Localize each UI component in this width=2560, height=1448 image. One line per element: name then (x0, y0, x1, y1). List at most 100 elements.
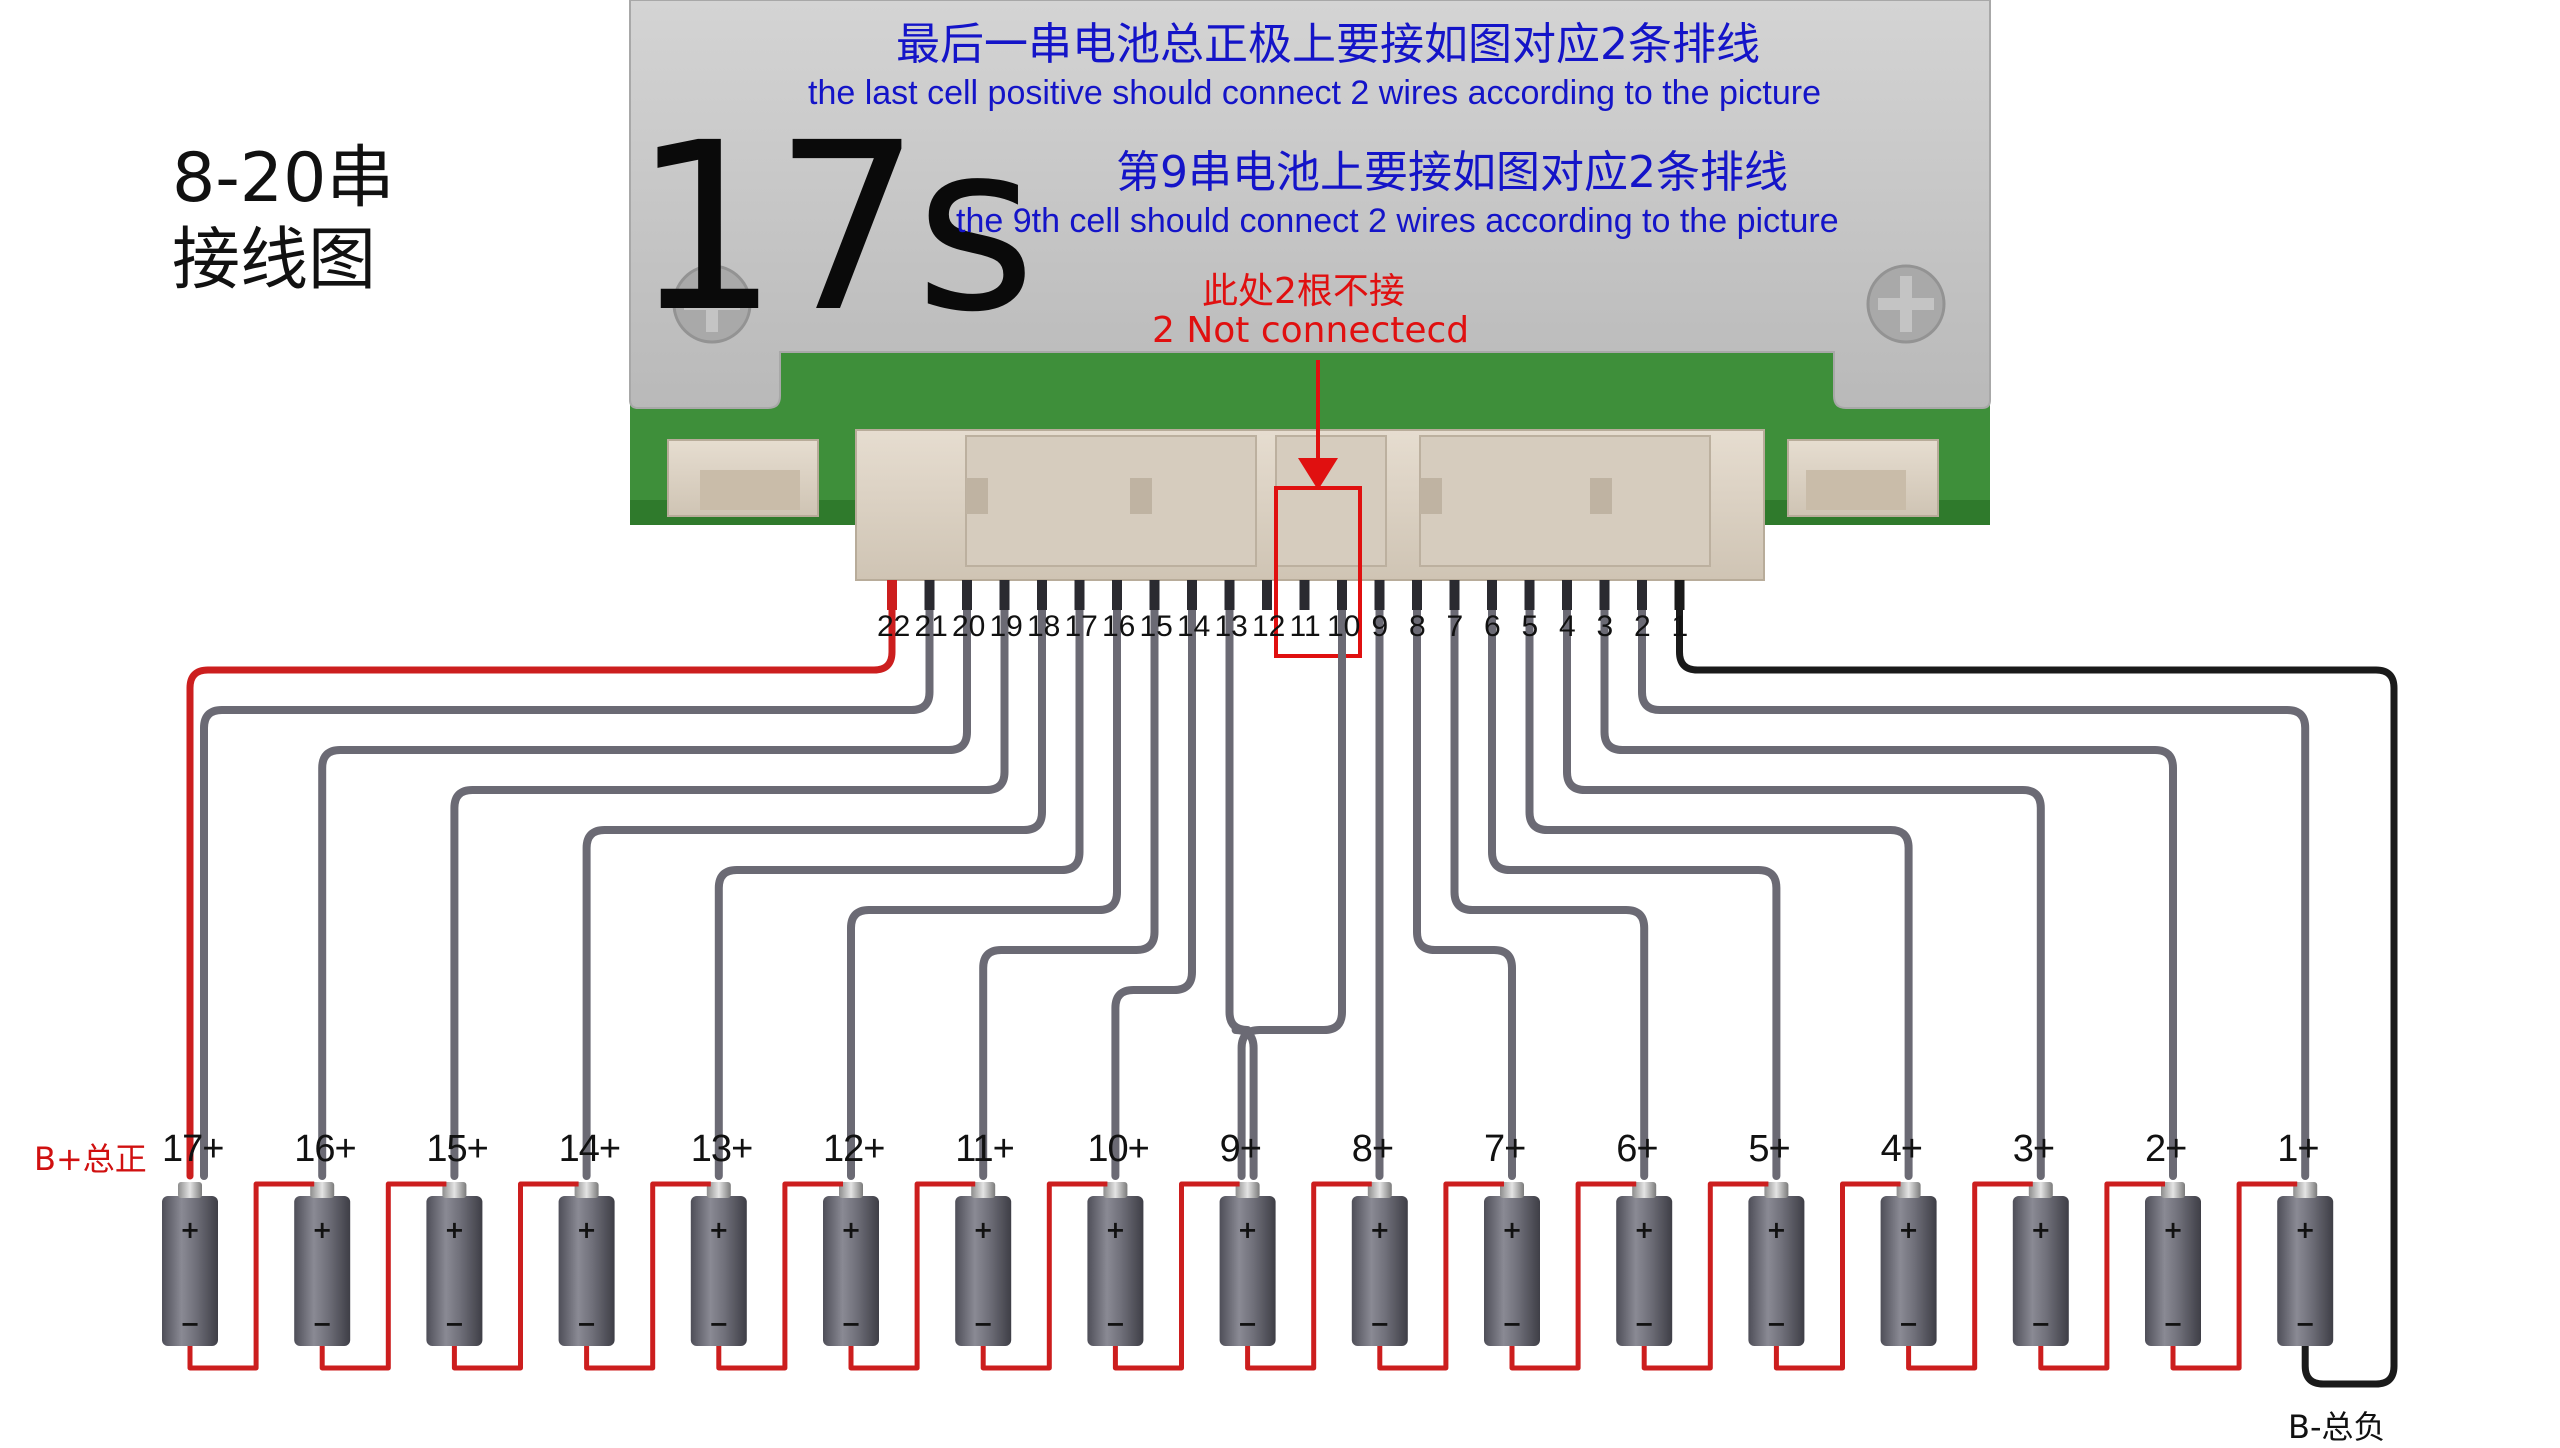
battery-cell-15+: +− (426, 1182, 483, 1346)
harness-wire-pin-10 (1237, 606, 1346, 1180)
minus-terminal-icon: − (841, 1310, 861, 1338)
pin-stub-22 (887, 580, 897, 610)
b-minus-label: B-总负 (2288, 1408, 2386, 1446)
series-link-wire (1773, 1181, 1901, 1371)
series-link-wire (716, 1181, 843, 1371)
harness-wire-pin-22 (186, 606, 896, 1180)
pin-stub-8 (1412, 580, 1422, 610)
harness-wire-pin-7 (1450, 606, 1649, 1180)
battery-string: +−+−+−+−+−+−+−+−+−+−+−+−+−+−+−+−+− (162, 1181, 2334, 1371)
plus-terminal-icon: + (1502, 1216, 1522, 1244)
harness-wire-pin-5 (1525, 606, 1913, 1180)
pin-number-19: 19 (989, 610, 1023, 643)
pin-stub-14 (1187, 580, 1197, 610)
cell-label-4+: 4+ (1880, 1128, 1923, 1170)
battery-cell-14+: +− (558, 1182, 615, 1346)
series-link-wire (1245, 1181, 1372, 1371)
minus-terminal-icon: − (577, 1310, 597, 1338)
battery-cell-5+: +− (1748, 1182, 1805, 1346)
harness-wire-pin-3 (1600, 606, 2177, 1180)
series-link-wire (1641, 1181, 1769, 1371)
cell-label-15+: 15+ (426, 1128, 488, 1170)
title-line-2: 接线图 (172, 221, 377, 300)
cell-label-17+: 17+ (162, 1128, 224, 1170)
cell-label-16+: 16+ (294, 1128, 356, 1170)
battery-cell-4+: +− (1880, 1182, 1937, 1346)
pin-number-8: 8 (1409, 610, 1426, 643)
plus-terminal-icon: + (444, 1216, 464, 1244)
minus-terminal-icon: − (709, 1310, 729, 1338)
minus-terminal-icon: − (1899, 1310, 1919, 1338)
series-link-wire (848, 1181, 976, 1371)
pin-stubs (887, 580, 1685, 610)
harness-wire-pin-17 (714, 606, 1084, 1180)
main-connector (855, 429, 1765, 581)
battery-cell-11+: +− (955, 1182, 1012, 1346)
plus-terminal-icon: + (973, 1216, 993, 1244)
battery-cell-10+: +− (1087, 1182, 1144, 1346)
battery-cell-16+: +− (294, 1182, 351, 1346)
pin-number-13: 13 (1214, 610, 1248, 643)
arrow-head-icon (1298, 458, 1338, 490)
cell-label-13+: 13+ (690, 1128, 753, 1170)
plus-terminal-icon: + (180, 1216, 200, 1244)
b-plus-label: B+总正 (34, 1140, 147, 1178)
battery-cell-1+: +− (2277, 1182, 2334, 1346)
minus-terminal-icon: − (180, 1310, 200, 1338)
pin-stub-16 (1112, 580, 1122, 610)
harness-wire-pin-6 (1488, 606, 1781, 1180)
cell-label-1+: 1+ (2277, 1128, 2319, 1170)
harness-wire-pin-19 (450, 606, 1009, 1180)
minus-terminal-icon: − (2163, 1310, 2183, 1338)
pin-stub-3 (1599, 580, 1610, 610)
minus-terminal-icon: − (2031, 1310, 2051, 1338)
not-connected-cn: 此处2根不接 (1202, 271, 1405, 312)
note-last-cell-cn: 最后一串电池总正极上要接如图对应2条排线 (896, 19, 1760, 70)
battery-cell-9+: +− (1219, 1182, 1276, 1346)
harness-wire-pin-4 (1563, 606, 2045, 1180)
minus-terminal-icon: − (1634, 1310, 1654, 1338)
small-connector-right (1787, 439, 1939, 517)
note-ninth-cell-cn: 第9串电池上要接如图对应2条排线 (1116, 147, 1788, 198)
minus-terminal-icon: − (312, 1310, 332, 1338)
harness-wire-pin-2 (1638, 606, 2310, 1180)
title-line-1: 8-20串 (172, 139, 395, 218)
pin-number-21: 21 (914, 610, 948, 643)
minus-terminal-icon: − (1370, 1310, 1390, 1338)
harness-wire-pin-13 (1225, 606, 1258, 1180)
minus-terminal-icon: − (444, 1310, 464, 1338)
pin-number-7: 7 (1446, 610, 1464, 643)
cell-label-9+: 9+ (1219, 1128, 1262, 1170)
harness-wire-pin-16 (847, 606, 1121, 1180)
pin-stub-17 (1074, 580, 1085, 610)
minus-terminal-icon: − (1238, 1310, 1258, 1338)
harness-wire-pin-8 (1413, 606, 1516, 1180)
pin-stub-9 (1374, 580, 1385, 610)
cell-label-10+: 10+ (1087, 1128, 1149, 1170)
plus-terminal-icon: + (709, 1216, 729, 1244)
pin-number-11: 11 (1289, 610, 1321, 643)
series-link-wire (1112, 1181, 1240, 1371)
screw-icon-right (1866, 264, 1946, 344)
cell-label-5+: 5+ (1748, 1128, 1790, 1170)
plus-terminal-icon: + (1766, 1216, 1786, 1244)
plus-terminal-icon: + (1899, 1216, 1919, 1244)
harness-wire-pin-20 (318, 606, 971, 1180)
pin-stub-13 (1224, 580, 1235, 610)
note-last-cell-en: the last cell positive should connect 2 … (808, 74, 1821, 112)
battery-cell-8+: +− (1351, 1182, 1408, 1346)
series-link-wire (1509, 1181, 1637, 1371)
not-connected-en: 2 Not connectecd (1152, 310, 1470, 351)
minus-terminal-icon: − (1105, 1310, 1125, 1338)
wire-harness (186, 606, 2398, 1388)
pin-stub-5 (1524, 580, 1535, 610)
series-link-wire (1906, 1181, 2033, 1371)
cell-label-3+: 3+ (2012, 1128, 2055, 1170)
screw-icon-left (672, 264, 752, 344)
board-cover (629, 0, 1991, 409)
pin-number-12: 12 (1252, 610, 1286, 643)
plus-terminal-icon: + (2031, 1216, 2051, 1244)
pin-stub-1 (1674, 580, 1685, 610)
harness-wire-pin-15 (979, 606, 1159, 1180)
